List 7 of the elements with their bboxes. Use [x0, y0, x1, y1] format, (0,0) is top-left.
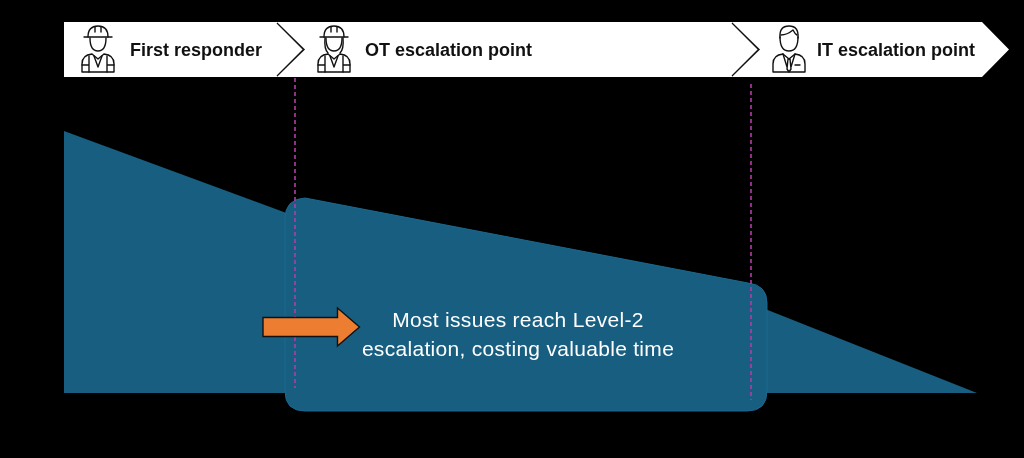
step-label: OT escalation point — [365, 38, 533, 61]
step-label: IT escalation point — [817, 38, 976, 61]
callout-text: Most issues reach Level-2 escalation, costing valuable time — [360, 305, 676, 363]
chevron-step — [64, 22, 305, 77]
block-arrow — [262, 306, 361, 348]
chevron-step — [732, 22, 1010, 77]
step-label: First responder — [130, 38, 263, 61]
